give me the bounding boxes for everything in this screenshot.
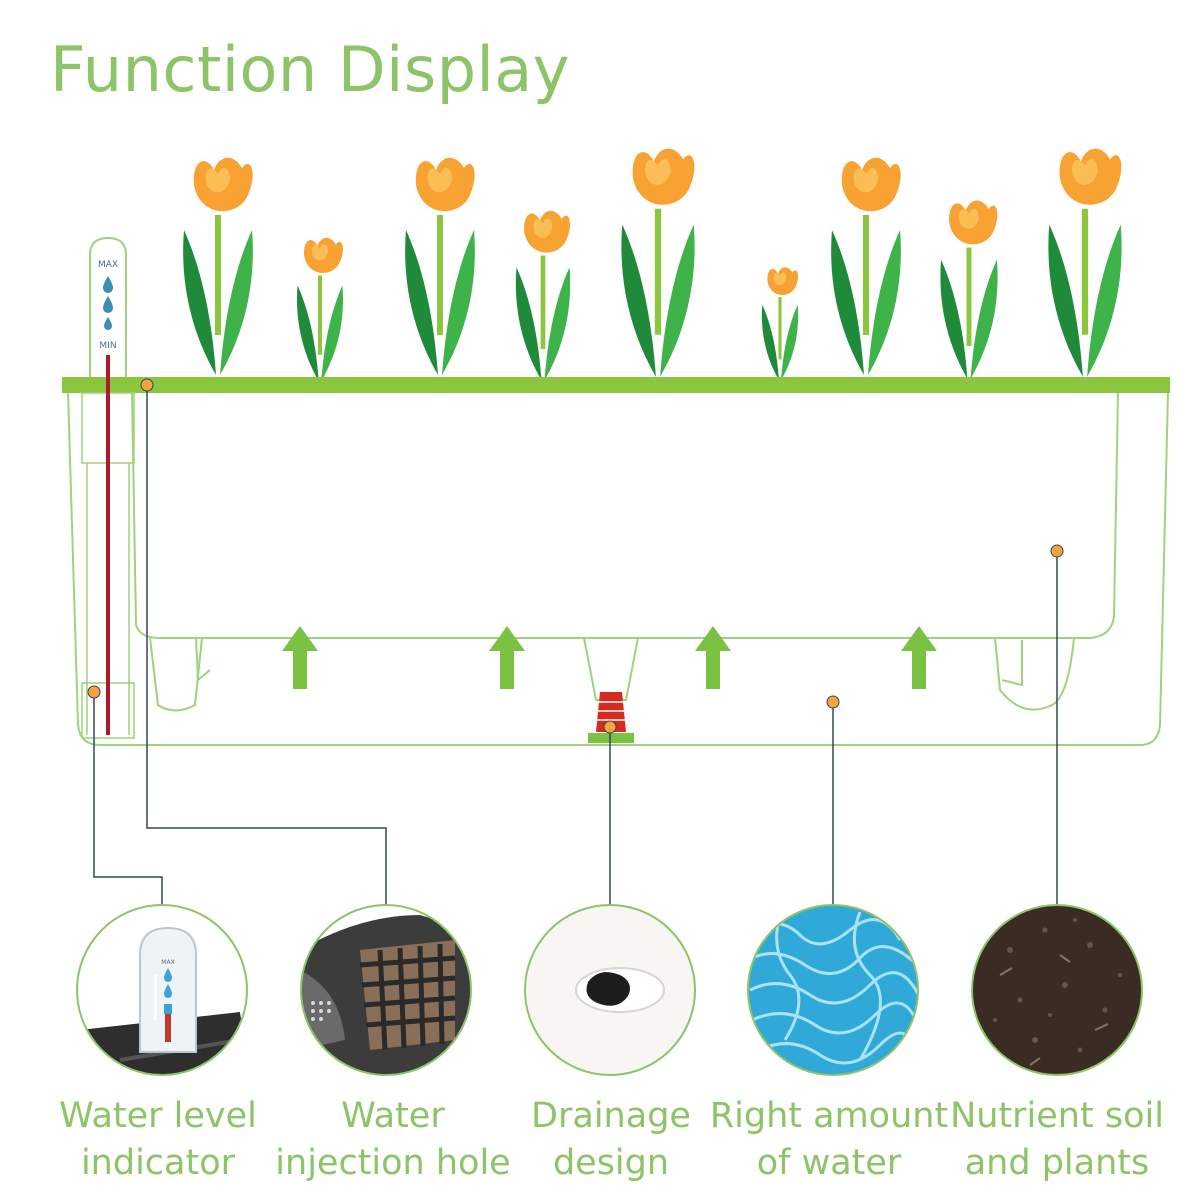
tulip-6 (760, 265, 800, 382)
tulip-8 (940, 201, 997, 379)
caption-line: Right amount (709, 1096, 949, 1136)
tulip-9 (1048, 149, 1121, 377)
tulip-3 (405, 158, 475, 375)
marker-water-level (87, 685, 101, 699)
max-label: MAX (98, 260, 118, 270)
caption-line: injection hole (275, 1143, 511, 1183)
tulip-7 (831, 158, 901, 375)
water-ripple-photo-icon (747, 904, 919, 1076)
tulip-4 (516, 211, 570, 380)
caption-line: and plants (964, 1143, 1150, 1183)
tulip-5 (621, 149, 694, 377)
marker-water (826, 695, 840, 709)
water-drop-icon (104, 317, 112, 330)
caption-water-level-indicator: Water level indicator (33, 1093, 283, 1187)
caption-line: Nutrient soil (950, 1096, 1164, 1136)
marker-drainage (603, 720, 617, 734)
caption-line: of water (756, 1143, 902, 1183)
tulip-row (183, 149, 1121, 384)
inner-soil-tray (131, 391, 1119, 639)
caption-water-injection-hole: Water injection hole (268, 1093, 518, 1187)
support-foot-right (994, 637, 1075, 711)
soil-photo-icon (971, 904, 1143, 1076)
caption-line: Drainage (531, 1096, 691, 1136)
up-arrow-icon (695, 626, 731, 689)
planter-rim (62, 377, 1170, 393)
up-arrow-icon (901, 626, 937, 689)
caption-drainage-design: Drainage design (486, 1093, 736, 1187)
injection-grid-photo-icon (300, 904, 472, 1076)
svg-text:MAX: MAX (161, 959, 174, 966)
caption-line: Water level (59, 1096, 257, 1136)
water-wicking-arrows (282, 626, 937, 689)
caption-right-amount-of-water: Right amount of water (704, 1093, 954, 1187)
caption-line: design (552, 1143, 670, 1183)
callout-markers (87, 378, 1064, 734)
up-arrow-icon (282, 626, 318, 689)
drain-hole-photo-icon (524, 904, 696, 1076)
water-level-indicator-tube: MAX MIN (81, 236, 135, 739)
caption-line: Water (341, 1096, 445, 1136)
drainage-plug (588, 692, 634, 743)
min-label: MIN (99, 341, 116, 351)
water-drop-icon (103, 296, 113, 313)
tulip-2 (295, 235, 345, 384)
support-foot-right-inner (1001, 640, 1023, 687)
planter-body (67, 391, 1169, 746)
support-foot-left-inner (195, 637, 211, 683)
tulip-1 (183, 158, 253, 375)
page-title: Function Display (50, 33, 570, 106)
leader-lines (93, 385, 1058, 905)
outer-reservoir (67, 391, 1169, 746)
support-foot-left (149, 637, 203, 712)
support-foot-center (583, 637, 639, 701)
caption-line: indicator (80, 1143, 236, 1183)
up-arrow-icon (489, 626, 525, 689)
water-drop-icon (103, 276, 113, 293)
water-gauge-photo-icon: MAX (76, 904, 248, 1076)
marker-soil (1050, 544, 1064, 558)
caption-nutrient-soil-and-plants: Nutrient soil and plants (932, 1093, 1182, 1187)
marker-injection (140, 378, 154, 392)
